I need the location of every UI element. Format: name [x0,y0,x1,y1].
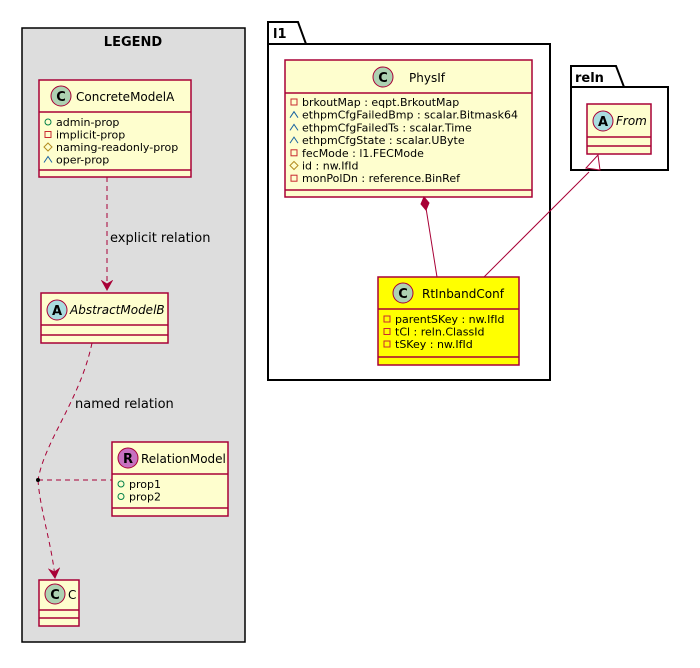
attribute-text: ethpmCfgFailedBmp : scalar.Bitmask64 [302,109,518,122]
attribute-text: fecMode : l1.FECMode [302,147,424,160]
class-from[interactable]: A From [586,103,652,155]
package-title: l1 [273,27,287,42]
class-name: ConcreteModelA [76,90,175,104]
edge-inheritance [483,153,601,278]
stereotype-letter: C [398,287,408,302]
protected-visibility-icon [289,160,299,171]
abstract-stereotype-icon [46,299,68,321]
protected-visibility-icon [43,142,53,152]
attribute-text: ethpmCfgState : scalar.UByte [302,134,465,147]
attribute-text: id : nw.IfId [302,160,359,173]
attribute-text: tCl : reln.ClassId [395,326,485,339]
private-visibility-icon [290,149,298,157]
stereotype-letter: A [52,304,62,319]
private-visibility-icon [44,131,52,138]
class-abstractmodelb[interactable]: A AbstractModelB [40,292,169,344]
class-stereotype-icon [392,282,414,304]
edge-label: named relation [75,397,174,412]
attribute-list: brkoutMap : eqpt.BrkoutMapethpmCfgFailed… [289,96,518,185]
private-visibility-icon [290,98,298,106]
stereotype-letter: C [56,90,66,105]
private-visibility-icon [290,174,298,182]
attribute-text: admin-prop [56,116,119,129]
stereotype-letter: A [598,115,608,130]
private-visibility-icon [383,340,391,348]
attribute-text: naming-readonly-prop [56,141,178,154]
package-title: reln [575,71,604,86]
edge-label: explicit relation [110,231,210,246]
attribute-text: brkoutMap : eqpt.BrkoutMap [302,96,459,109]
stereotype-letter: C [50,588,60,603]
package-visibility-icon [289,110,299,118]
class-name: C [68,588,76,602]
attribute-text: oper-prop [56,154,109,167]
attribute-text: prop2 [129,491,161,504]
class-name: From [616,114,647,128]
attribute-text: ethpmCfgFailedTs : scalar.Time [302,121,472,134]
stereotype-letter: C [378,71,388,86]
class-stereotype-icon [44,583,66,605]
edge-explicit-relation: explicit relation [107,177,210,290]
relation-stereotype-icon [117,447,139,469]
class-stereotype-icon [372,66,394,88]
package-visibility-icon [289,123,299,131]
private-visibility-icon [383,328,391,335]
stereotype-letter: R [123,452,133,467]
class-stereotype-icon [50,85,72,107]
attribute-text: implicit-prop [56,129,125,142]
public-visibility-icon [117,480,125,488]
class-name: PhysIf [409,71,446,85]
abstract-stereotype-icon [592,110,614,132]
edge-composition [420,196,438,278]
class-name: RelationModel [141,452,226,466]
class-name: AbstractModelB [69,303,165,317]
legend-title: LEGEND [104,35,163,50]
public-visibility-icon [117,493,125,500]
public-visibility-icon [44,118,52,126]
attribute-text: prop1 [129,478,161,491]
class-name: RtInbandConf [422,287,505,301]
private-visibility-icon [383,315,391,323]
attribute-text: tSKey : nw.IfId [395,338,473,351]
class-physif[interactable]: C PhysIf brkoutMap : eqpt.BrkoutMapethpm… [284,59,533,198]
edge-named-relation: named relation [36,342,174,578]
attribute-list: admin-propimplicit-propnaming-readonly-p… [43,116,178,167]
attribute-text: parentSKey : nw.IfId [395,313,504,326]
class-c[interactable]: C C [38,579,80,627]
class-concretemodela[interactable]: C ConcreteModelA admin-propimplicit-prop… [38,79,192,178]
package-visibility-icon [289,136,299,144]
attribute-text: monPolDn : reference.BinRef [302,172,461,185]
package-visibility-icon [43,155,53,163]
